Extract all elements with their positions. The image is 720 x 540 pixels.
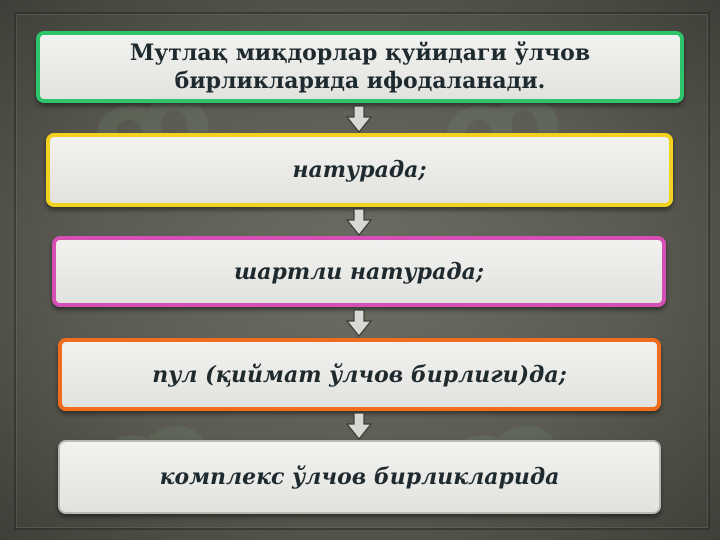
arrow-down-icon bbox=[346, 208, 372, 236]
step-box-complex: комплекс ўлчов бирликларида bbox=[58, 440, 661, 514]
diagram-title: Мутлақ миқдорлар қуйидаги ўлчов бирликла… bbox=[129, 40, 591, 94]
step-box-natural: натурада; bbox=[46, 133, 673, 207]
arrow-down-icon bbox=[346, 309, 372, 337]
step-label: шартли натурада; bbox=[234, 258, 484, 285]
diagram-title-box: Мутлақ миқдорлар қуйидаги ўлчов бирликла… bbox=[36, 31, 684, 103]
arrow-down-icon bbox=[346, 412, 372, 440]
arrow-down-icon bbox=[346, 105, 372, 133]
step-label: пул (қиймат ўлчов бирлиги)да; bbox=[152, 361, 567, 388]
slide-frame bbox=[14, 12, 710, 530]
step-box-monetary: пул (қиймат ўлчов бирлиги)да; bbox=[58, 338, 661, 411]
step-label: комплекс ўлчов бирликларида bbox=[159, 464, 560, 490]
step-label: натурада; bbox=[292, 157, 427, 183]
step-box-conditional-natural: шартли натурада; bbox=[52, 236, 666, 307]
